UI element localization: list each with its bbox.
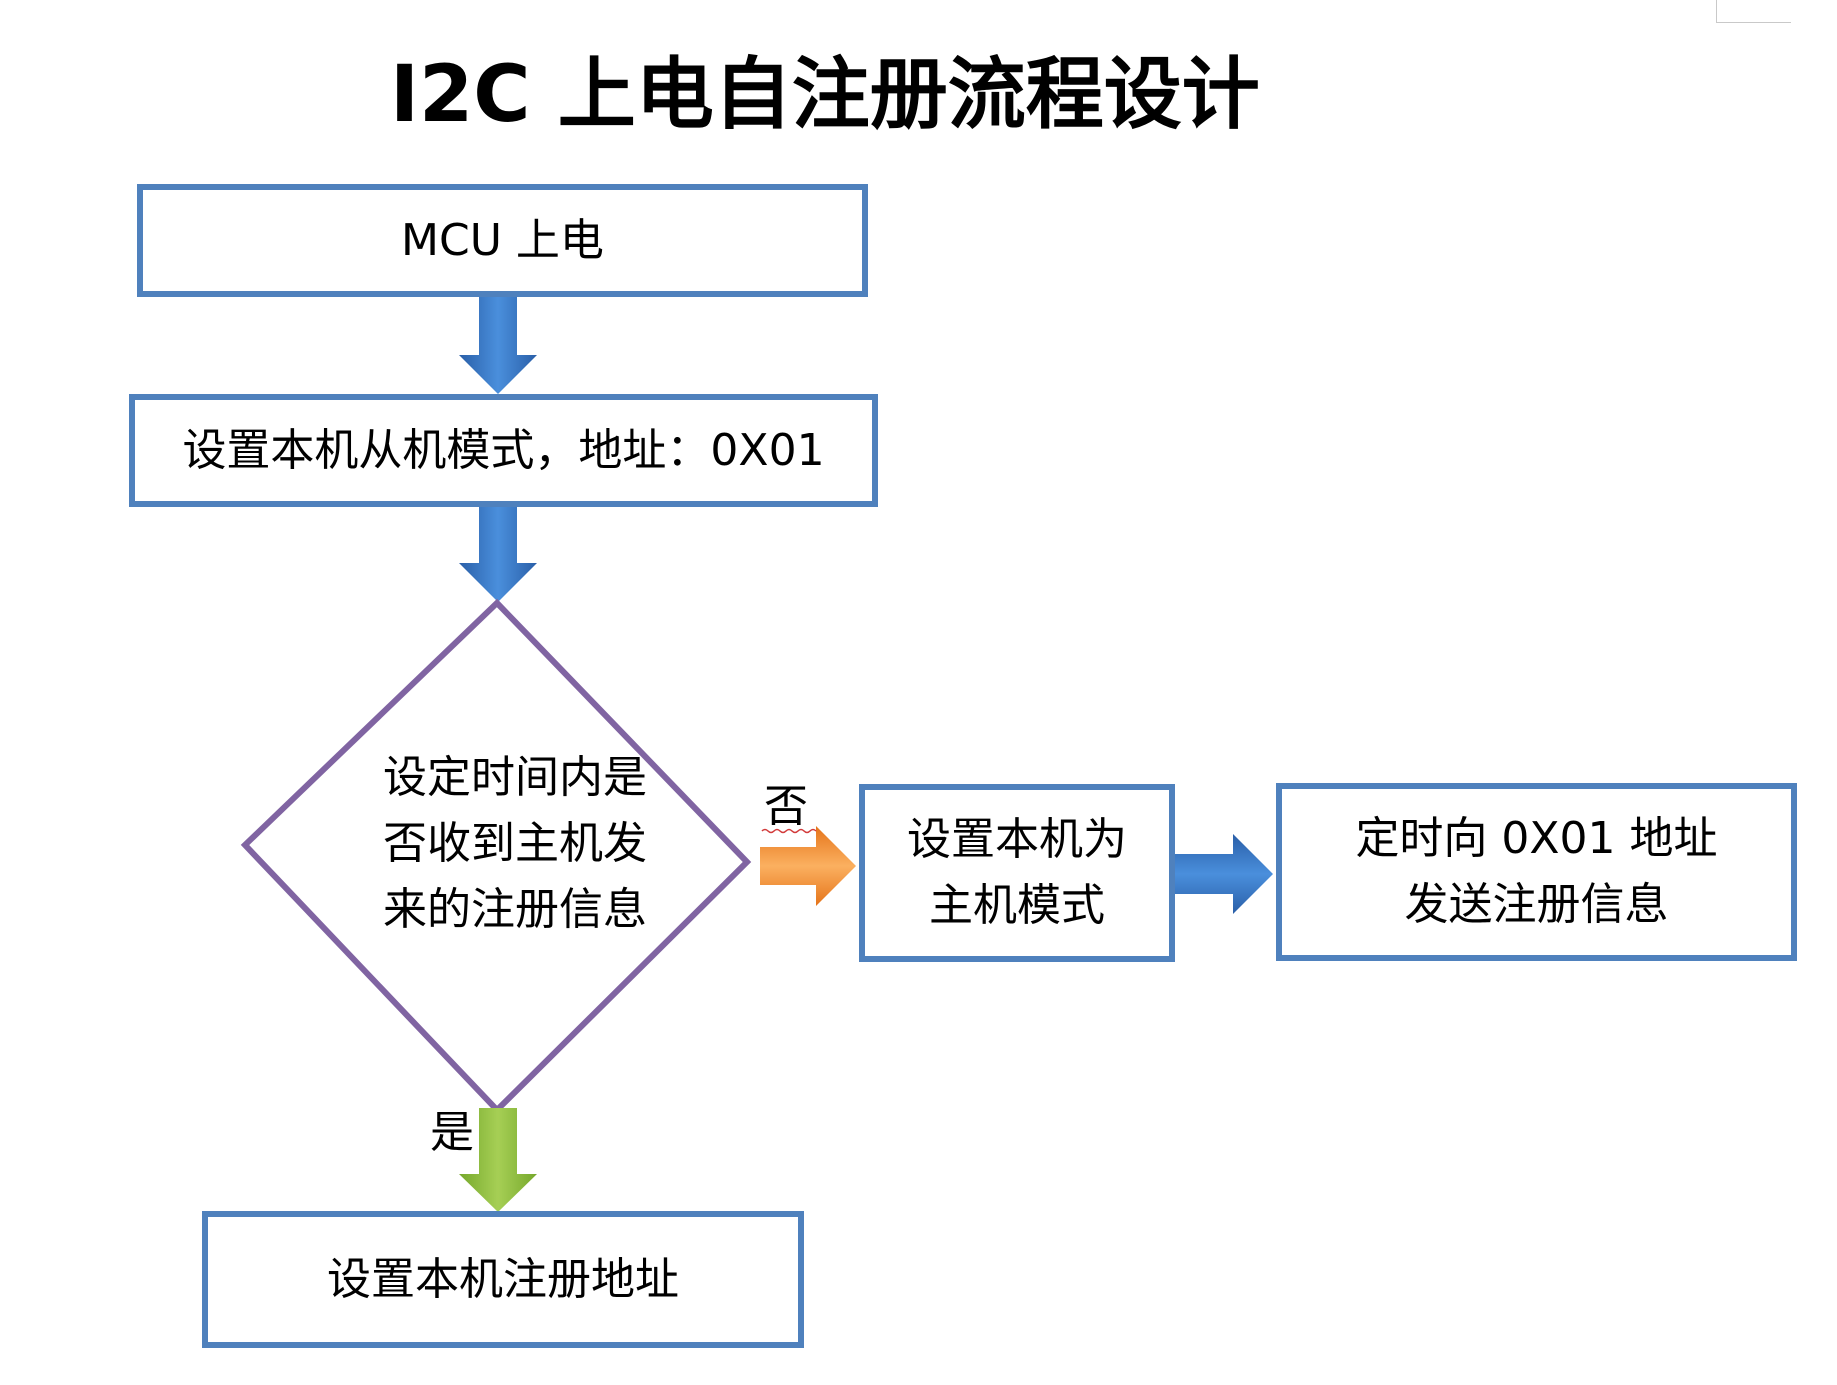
arrow-down-1 — [459, 295, 537, 394]
node-mcu-power-on: MCU 上电 — [137, 184, 868, 297]
node-set-master-mode-text: 设置本机为 主机模式 — [907, 814, 1127, 931]
edge-label-yes: 是 — [430, 1107, 474, 1158]
node-send-register-text: 定时向 0X01 地址 发送注册信息 — [1355, 813, 1718, 930]
node-set-slave-mode-text: 设置本机从机模式，地址：0X01 — [182, 424, 825, 476]
node-set-register-address: 设置本机注册地址 — [202, 1211, 804, 1348]
arrow-down-2 — [459, 503, 537, 602]
node-mcu-power-on-text: MCU 上电 — [401, 214, 604, 266]
node-send-register: 定时向 0X01 地址 发送注册信息 — [1276, 783, 1797, 961]
node-set-master-mode: 设置本机为 主机模式 — [859, 784, 1175, 962]
no-label-underline — [761, 828, 817, 834]
arrow-right-no — [760, 826, 856, 906]
node-set-register-address-text: 设置本机注册地址 — [327, 1253, 679, 1305]
edge-label-no: 否 — [764, 781, 808, 832]
decision-text: 设定时间内是 否收到主机发 来的注册信息 — [383, 752, 647, 935]
page-corner-mark — [1716, 0, 1791, 23]
node-set-slave-mode: 设置本机从机模式，地址：0X01 — [129, 394, 878, 507]
diagram-title: I2C 上电自注册流程设计 — [390, 50, 1260, 140]
arrow-right-blue — [1173, 834, 1273, 914]
arrow-down-yes — [459, 1108, 537, 1212]
